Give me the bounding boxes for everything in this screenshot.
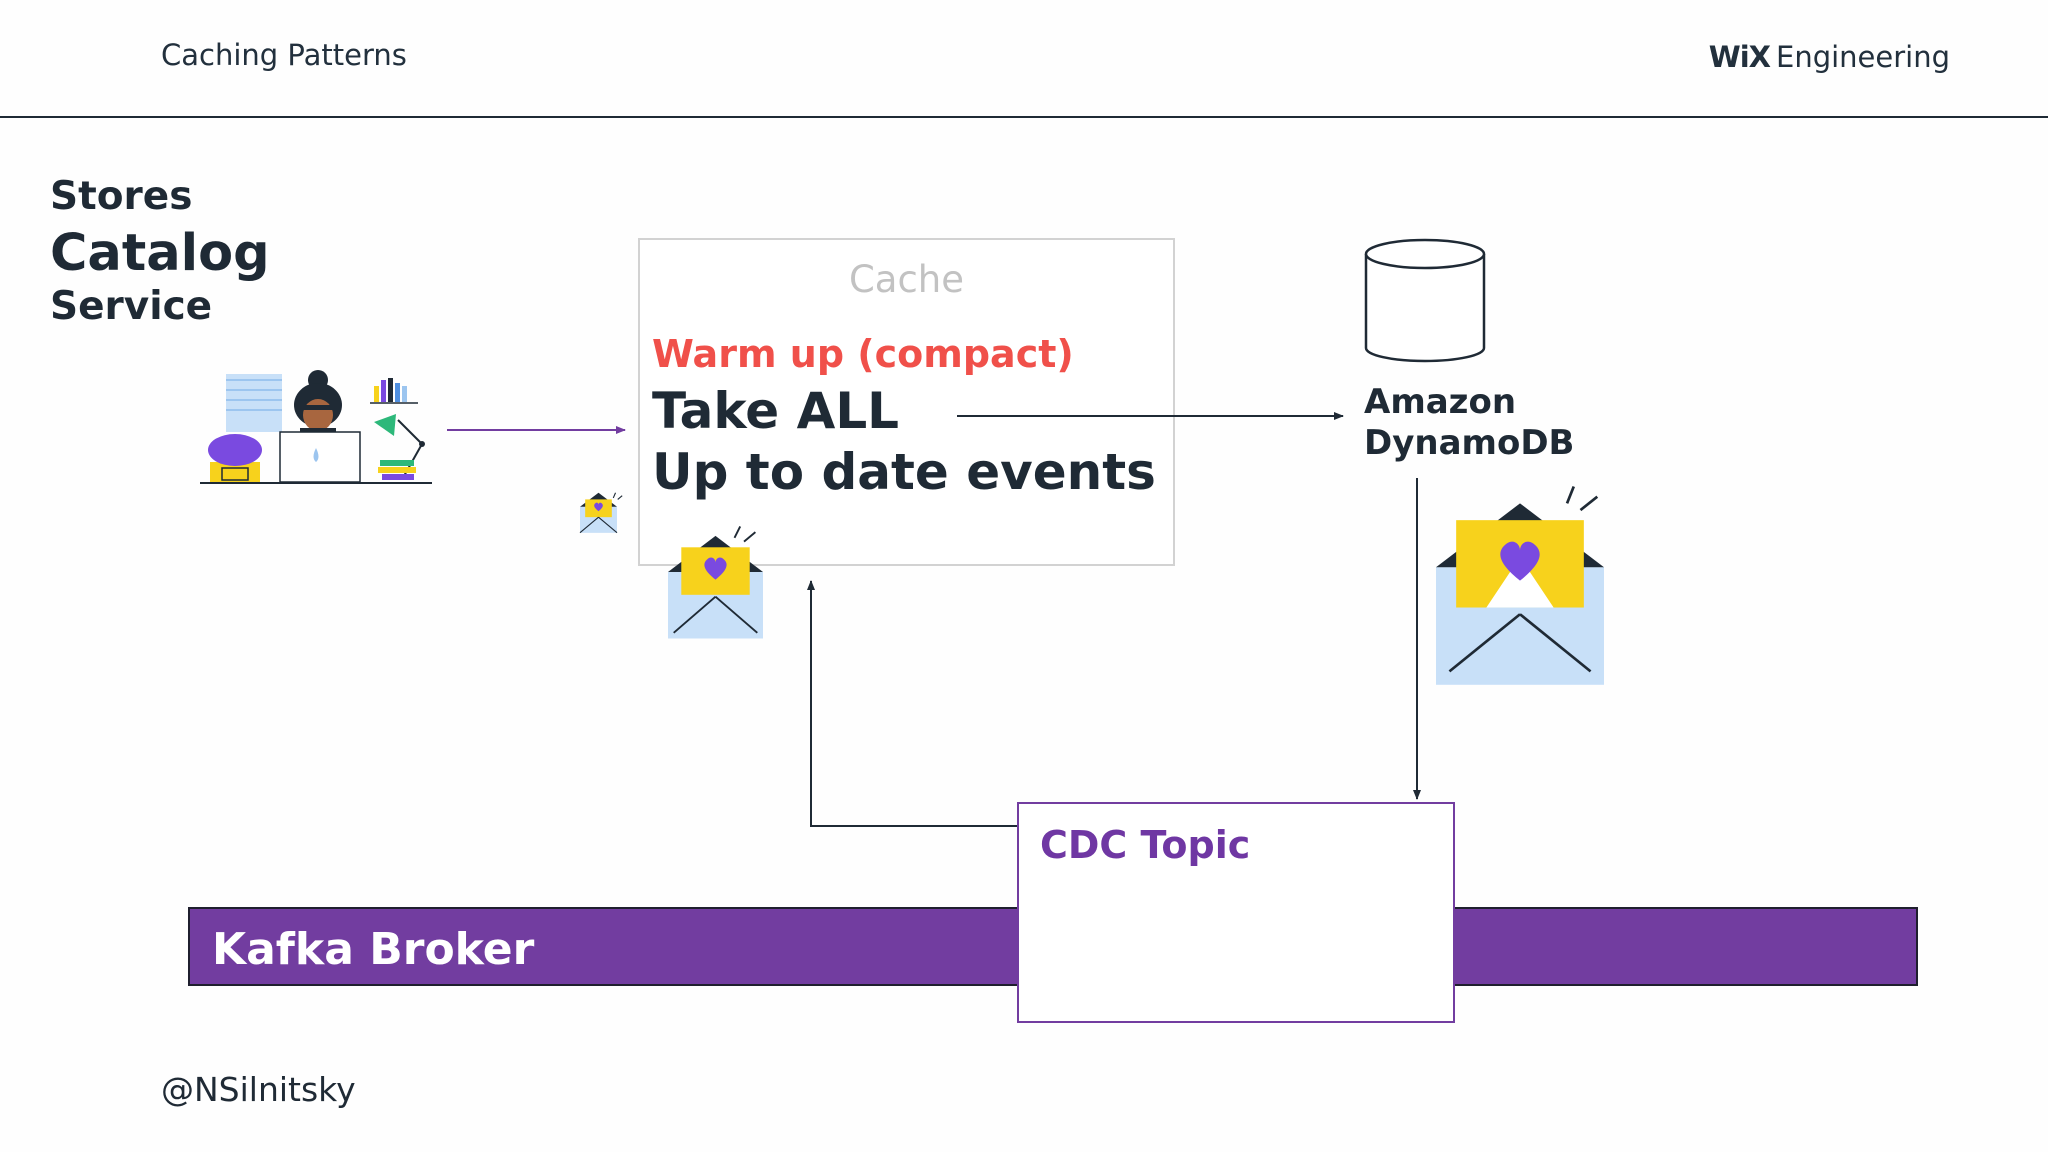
large-envelope-icon [1436,486,1604,685]
take-all-label: Take ALL [652,382,900,440]
cdc-to-cache-arrow [807,580,1017,827]
header-divider [0,116,2048,118]
medium-envelope-icon [668,525,763,639]
kafka-broker-label: Kafka Broker [212,924,535,975]
database-cylinder-icon [1364,238,1486,363]
developer-illustration-icon [200,370,432,484]
slide-title: Caching Patterns [161,38,407,72]
service-label-line1: Stores [50,174,193,219]
cache-box [638,238,1175,566]
author-handle: @NSilnitsky [161,1070,356,1109]
cdc-topic-box [1017,802,1455,1023]
cache-title: Cache [848,258,965,301]
warmup-label: Warm up (compact) [652,332,1074,376]
wix-logo: WiX [1708,40,1771,74]
database-label-line2: DynamoDB [1364,423,1575,463]
up-to-date-label: Up to date events [652,443,1156,501]
small-envelope-icon [579,492,623,534]
cdc-topic-label: CDC Topic [1040,823,1251,867]
database-label-line1: Amazon [1364,382,1517,422]
database-label: Amazon DynamoDB [1364,382,1574,464]
service-label-line2: Catalog [50,224,270,283]
brand-name: Engineering [1776,40,1950,74]
service-label-line3: Service [50,284,213,329]
